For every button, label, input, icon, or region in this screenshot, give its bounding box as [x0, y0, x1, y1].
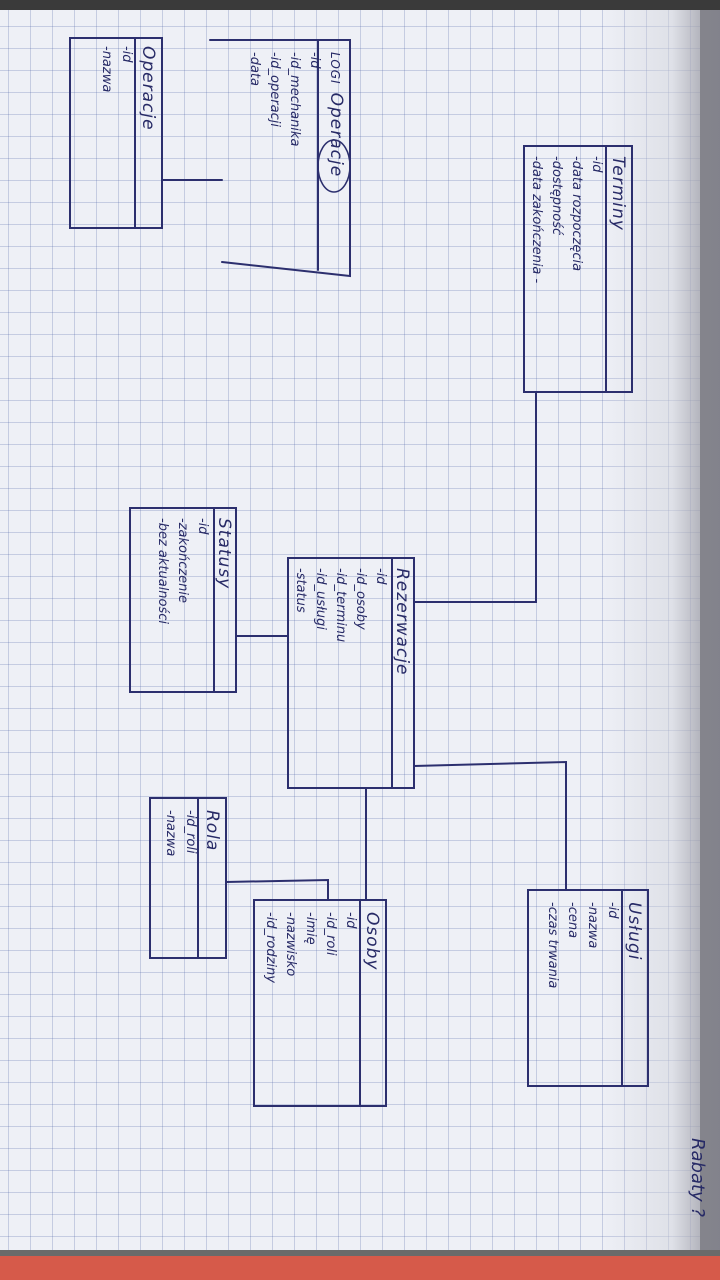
statusy-box	[129, 507, 237, 693]
attribute: -cena	[565, 902, 580, 939]
entity-title: Usługi	[624, 902, 644, 961]
entity-title: Osoby	[362, 912, 382, 971]
attribute: -id	[195, 518, 210, 535]
attribute: -zakończenie	[175, 518, 190, 604]
attribute: -id_terminu	[333, 568, 348, 643]
entity-uslugi: Usługi -id -nazwa -cena -czas trwania	[542, 896, 646, 1084]
paper-shadow	[600, 0, 720, 1280]
uslugi-box	[527, 889, 649, 1087]
attribute: -id_usługi	[313, 568, 328, 630]
attribute: -bez aktualności	[155, 518, 170, 625]
rola-osoby-link	[225, 878, 329, 901]
entity-title: Statusy	[214, 518, 234, 590]
entity-statusy: Statusy -id -zakończenie -bez aktualnośc…	[152, 512, 236, 688]
attribute: -id	[589, 156, 604, 173]
entity-operacje: Operacje -id -nazwa	[96, 40, 160, 226]
attribute: -id	[307, 52, 322, 69]
attribute: -id_mechanika	[287, 52, 302, 147]
attribute: -data rozpoczęcia	[569, 156, 584, 272]
entity-title: Rola	[202, 810, 222, 852]
entity-rezerwacje: Rezerwacje -id -id_osoby -id_terminu -id…	[290, 562, 414, 784]
attribute: -id_operacji	[267, 52, 282, 127]
attribute: -id_osoby	[353, 568, 368, 630]
entity-rola: Rola -id_roli -nazwa	[160, 804, 224, 954]
rezerwacje-uslugi-link	[413, 760, 567, 891]
attribute: -data zakończenia -	[529, 156, 544, 284]
attribute: -imię	[303, 912, 318, 945]
attribute: -id_rodziny	[263, 912, 278, 983]
entity-title: Terminy	[608, 156, 628, 231]
attribute: -data	[247, 52, 262, 86]
attribute: -nazwa	[163, 810, 178, 857]
logi-stamp: LOGI	[328, 52, 342, 85]
attribute: -id	[373, 568, 388, 585]
entity-osoby: Osoby -id -id_roli -imię -nazwisko -id_r…	[260, 906, 384, 1102]
terminy-box	[523, 145, 633, 393]
table-edge-bottom	[0, 1250, 720, 1280]
entity-logi-operacje: LOGI Operacje -id -id_mechanika -id_opera…	[244, 46, 348, 272]
attribute: -id	[119, 46, 134, 63]
entity-terminy: Terminy -id -data rozpoczęcia -dostępnoś…	[526, 150, 630, 390]
attribute: -status	[293, 568, 308, 613]
terminy-rezerwacje-link	[413, 391, 537, 603]
rola-box	[149, 797, 227, 959]
entity-title: LOGI Operacje	[324, 46, 348, 272]
attribute: -dostępność	[549, 156, 564, 236]
attribute: -id	[343, 912, 358, 929]
attribute: -id	[605, 902, 620, 919]
attribute: -nazwa	[585, 902, 600, 949]
attribute: -nazwisko	[283, 912, 298, 977]
note-rabaty: Rabaty ?	[687, 1138, 708, 1217]
entity-title: Operacje	[138, 46, 158, 131]
attribute: -id_roli	[183, 810, 198, 854]
attribute: -czas trwania	[545, 902, 560, 989]
osoby-box	[253, 899, 387, 1107]
table-edge-top	[0, 0, 720, 10]
operacje-box	[69, 37, 163, 229]
attribute: -id_roli	[323, 912, 338, 956]
entity-title-text: Operacje	[326, 92, 346, 178]
entity-title: Rezerwacje	[392, 568, 412, 676]
attribute: -nazwa	[99, 46, 114, 93]
logi-stamp-circle	[317, 139, 351, 193]
